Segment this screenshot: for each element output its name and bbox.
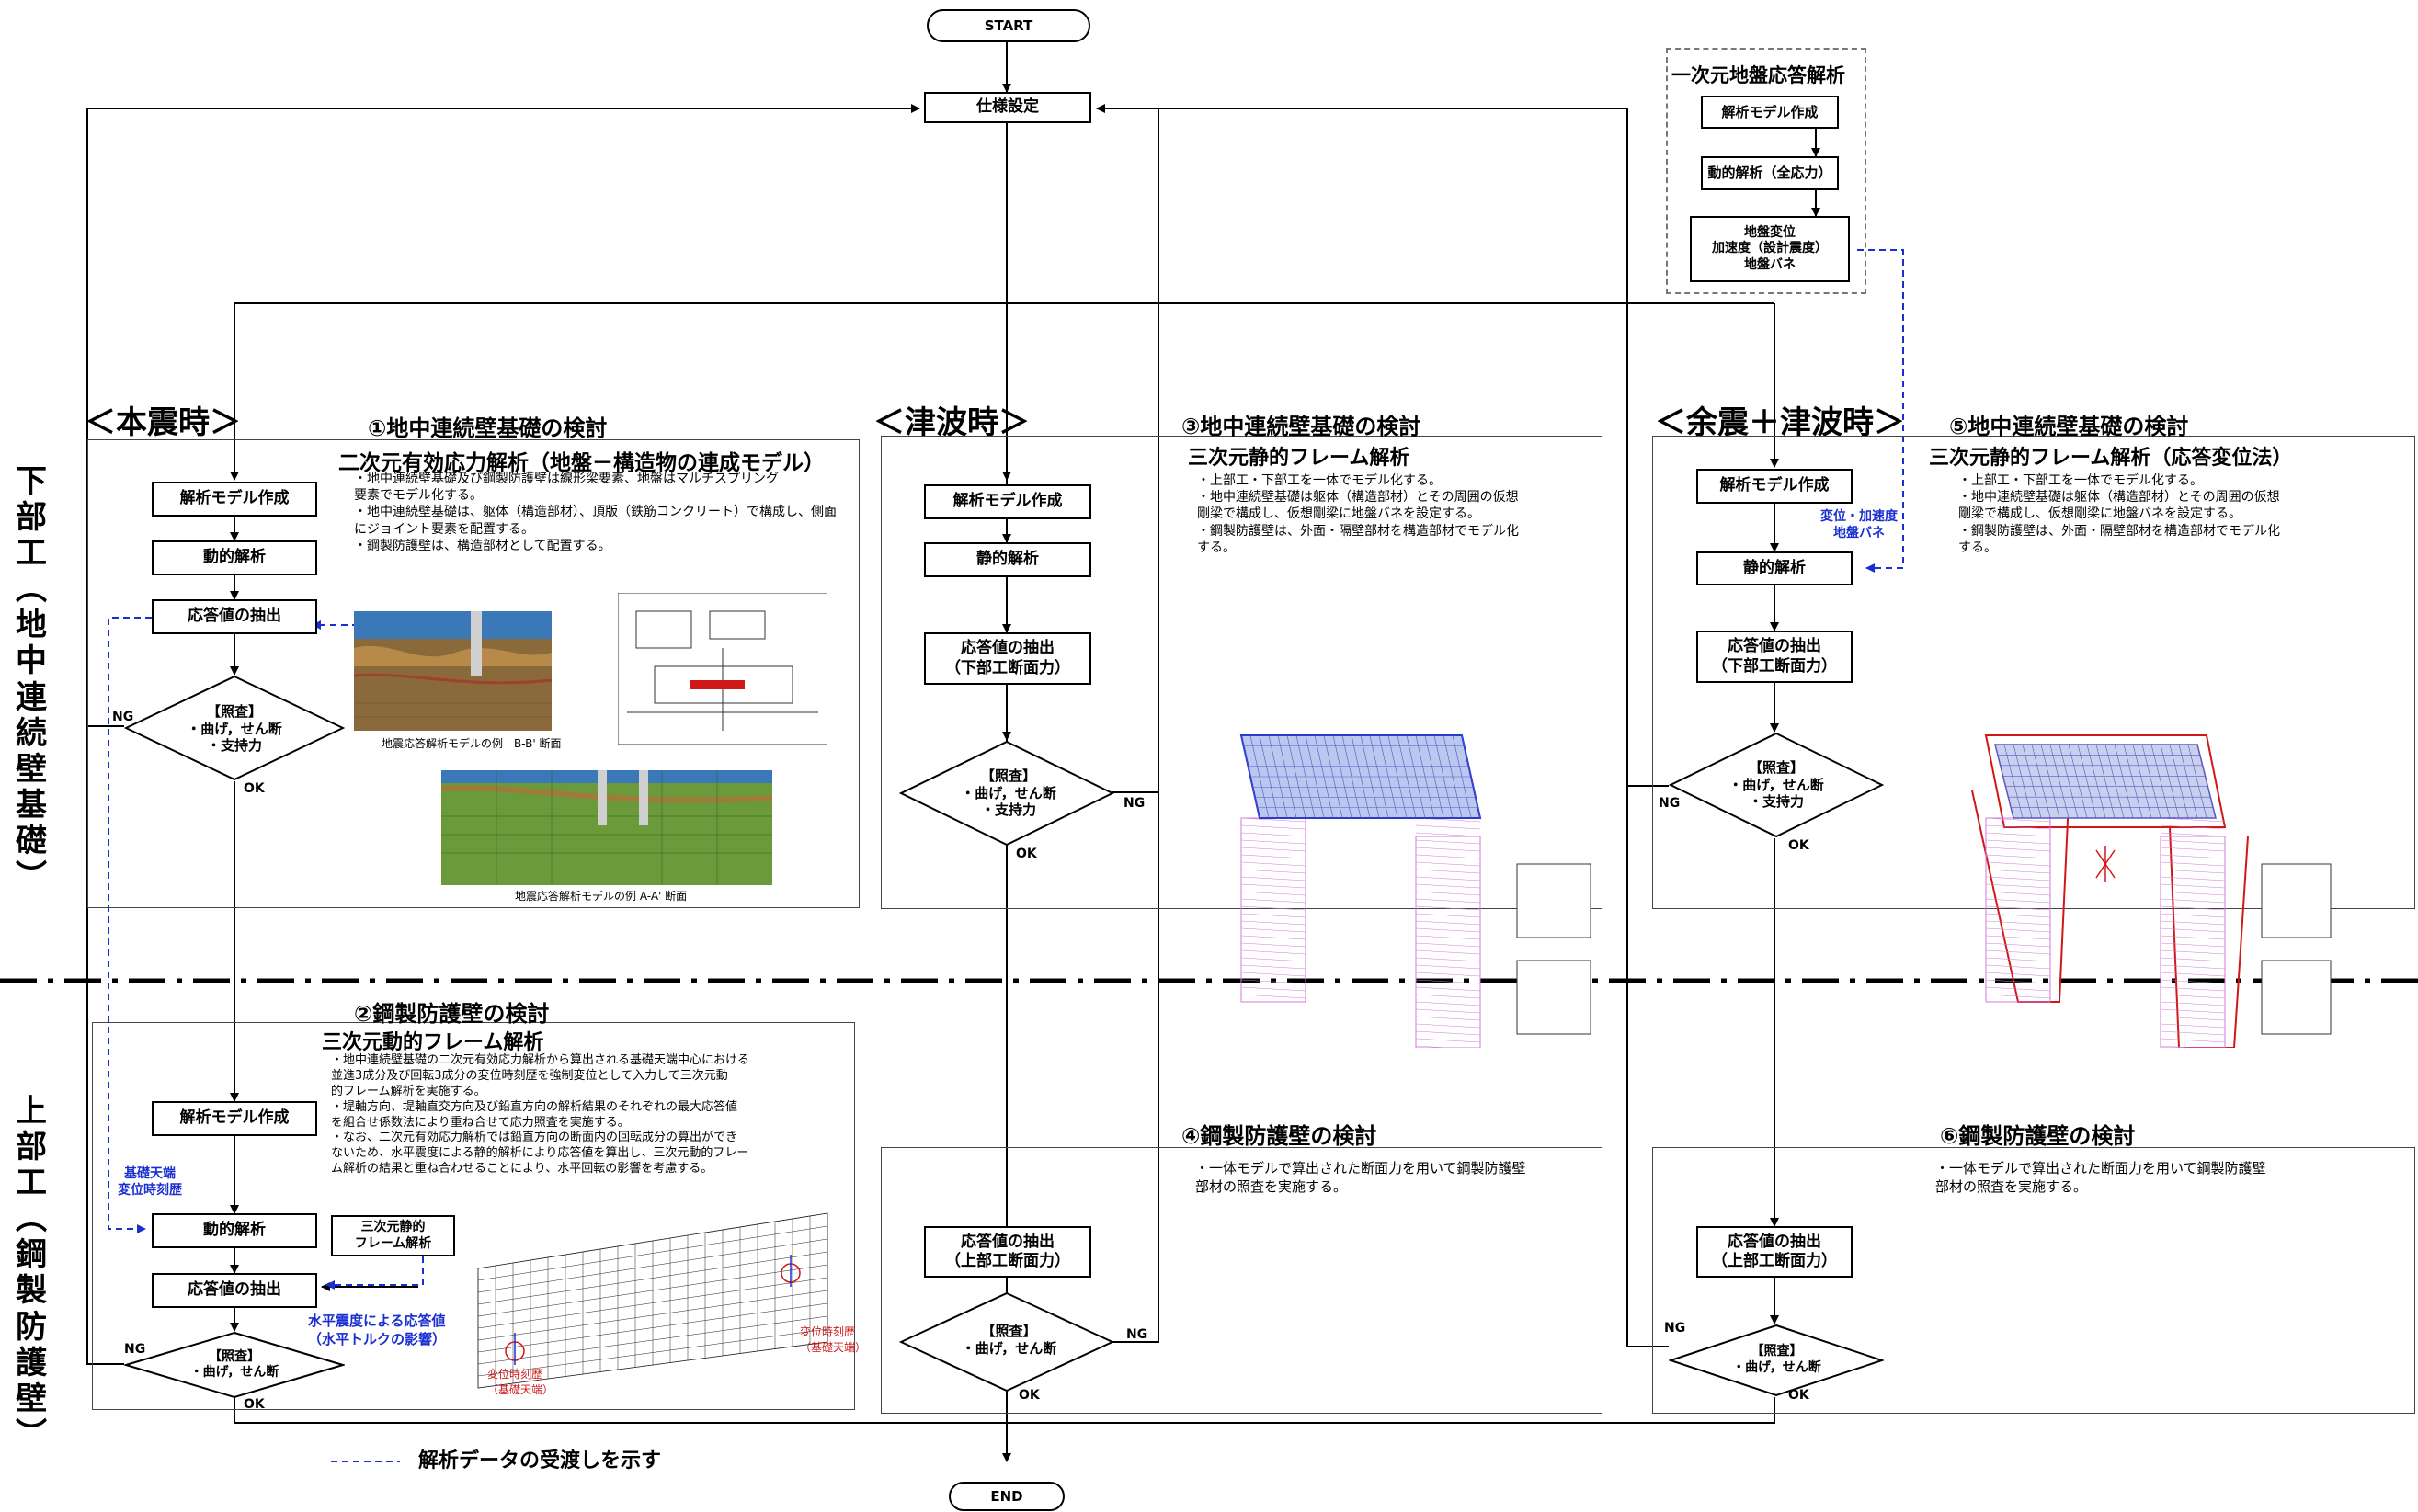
sec2-ng: NG bbox=[124, 1342, 146, 1357]
oned-title: 一次元地盤応答解析 bbox=[1671, 64, 1845, 86]
phase-after: ＜余震＋津波時＞ bbox=[1655, 404, 1905, 441]
sec6-extract: 応答値の抽出 （上部工断面力） bbox=[1696, 1226, 1853, 1278]
sec2-model: 解析モデル作成 bbox=[152, 1101, 317, 1136]
sec5-static: 静的解析 bbox=[1696, 551, 1853, 585]
sec1-model: 解析モデル作成 bbox=[152, 482, 317, 517]
sec4-ok: OK bbox=[1019, 1388, 1040, 1403]
sec6-notes: ・一体モデルで算出された断面力を用いて鋼製防護壁 部材の照査を実施する。 bbox=[1935, 1160, 2266, 1195]
sec2-dyn: 動的解析 bbox=[152, 1213, 317, 1248]
sec2-horiz: 水平震度による応答値 （水平トルクの影響） bbox=[308, 1313, 447, 1347]
sec1-notes: ・地中連続壁基礎及び鋼製防護壁は線形梁要素、地盤はマルチスプリング 要素でモデル… bbox=[354, 472, 837, 553]
oned-out: 地盤変位 加速度（設計震度） 地盤バネ bbox=[1690, 216, 1850, 282]
sec5-frame bbox=[1652, 436, 2415, 909]
sec3-check: 【照査】 ・曲げ，せん断 ・支持力 bbox=[961, 767, 1056, 819]
sec2-frame-figure bbox=[477, 1212, 828, 1389]
sec3-ok: OK bbox=[1016, 847, 1037, 861]
sec2-extract: 応答値の抽出 bbox=[152, 1273, 317, 1308]
sec2-base-disp: 基礎天端 変位時刻歴 bbox=[118, 1166, 182, 1199]
upper-label: 上 部 工 ︵ 鋼 製 防 護 壁 ︶ bbox=[16, 1093, 47, 1453]
sec1-ok: OK bbox=[244, 781, 265, 796]
sec1-title: 二次元有効応力解析（地盤－構造物の連成モデル） bbox=[338, 451, 825, 475]
sec2-check-diamond bbox=[124, 1331, 345, 1399]
sec4-extract: 応答値の抽出 （上部工断面力） bbox=[924, 1226, 1091, 1278]
sec2-notes: ・地中連続壁基礎の二次元有効応力解析から算出される基礎天端中心における 並進3成… bbox=[331, 1053, 750, 1177]
sec1-extract: 応答値の抽出 bbox=[152, 599, 317, 634]
sec4-check-diamond bbox=[899, 1291, 1114, 1393]
sec2-fig-label-2: 変位時刻歴 （基礎天端） bbox=[800, 1325, 867, 1354]
phase-tsunami: ＜津波時＞ bbox=[873, 404, 1030, 441]
oned-frame bbox=[1666, 48, 1866, 294]
sec5-check-diamond bbox=[1669, 732, 1884, 838]
sec3-structure-figure bbox=[1239, 734, 1591, 1048]
sec5-check: 【照査】 ・曲げ，せん断 ・支持力 bbox=[1728, 758, 1824, 811]
sec5-extract: 応答値の抽出 （下部工断面力） bbox=[1696, 631, 1853, 683]
sec5-title: 三次元静的フレーム解析（応答変位法） bbox=[1929, 447, 2293, 470]
sec2-ok: OK bbox=[244, 1397, 265, 1412]
sec5-notes: ・上部工・下部工を一体でモデル化する。 ・地中連続壁基礎は躯体（構造部材）とその… bbox=[1958, 473, 2280, 555]
sec5-input: 変位・加速度 地盤バネ bbox=[1820, 509, 1898, 541]
sec6-ok: OK bbox=[1788, 1388, 1809, 1403]
sec3-model: 解析モデル作成 bbox=[924, 484, 1091, 519]
sec1-header: ①地中連続壁基礎の検討 bbox=[368, 415, 608, 441]
lower-label: 下 部 工 ︵ 地 中 連 続 壁 基 礎 ︶ bbox=[16, 463, 47, 896]
sec1-fig1-caption: 地震応答解析モデルの例 B-B' 断面 bbox=[382, 737, 562, 750]
sec2-frame bbox=[92, 1022, 855, 1410]
sec1-plan-figure bbox=[618, 593, 827, 745]
sec4-header: ④鋼製防護壁の検討 bbox=[1181, 1123, 1377, 1149]
oned-dyn: 動的解析（全応力） bbox=[1701, 156, 1839, 190]
sec1-ground-figure-1 bbox=[354, 611, 552, 731]
legend-text: 解析データの受渡しを示す bbox=[418, 1449, 662, 1472]
sec6-check: 【照査】 ・曲げ，せん断 bbox=[1732, 1344, 1821, 1375]
sec2-header: ②鋼製防護壁の検討 bbox=[354, 1001, 550, 1027]
sec3-header: ③地中連続壁基礎の検討 bbox=[1181, 414, 1421, 439]
sec1-ng: NG bbox=[112, 710, 134, 724]
sec1-check: 【照査】 ・曲げ，せん断 ・支持力 bbox=[187, 702, 282, 755]
sec2-fig-label-1: 変位時刻歴 （基礎天端） bbox=[487, 1368, 554, 1396]
end-terminal: END bbox=[949, 1482, 1065, 1511]
sec1-fig2-caption: 地震応答解析モデルの例 A-A' 断面 bbox=[515, 890, 688, 903]
sec3-check-diamond bbox=[899, 740, 1114, 847]
sec5-header: ⑤地中連続壁基礎の検討 bbox=[1949, 414, 2189, 439]
sec6-frame bbox=[1652, 1147, 2415, 1414]
sec6-header: ⑥鋼製防護壁の検討 bbox=[1940, 1123, 2136, 1149]
sec5-structure-figure bbox=[1971, 734, 2332, 1048]
sec6-ng: NG bbox=[1664, 1321, 1686, 1336]
sec3-title: 三次元静的フレーム解析 bbox=[1188, 447, 1410, 470]
sec4-check: 【照査】 ・曲げ，せん断 bbox=[961, 1322, 1057, 1357]
sec5-ok: OK bbox=[1788, 838, 1809, 853]
sec3-static: 静的解析 bbox=[924, 542, 1091, 577]
sec5-model: 解析モデル作成 bbox=[1696, 469, 1853, 504]
sec4-notes: ・一体モデルで算出された断面力を用いて鋼製防護壁 部材の照査を実施する。 bbox=[1195, 1160, 1526, 1195]
sec1-check-diamond bbox=[124, 675, 345, 781]
sec6-check-diamond bbox=[1669, 1324, 1884, 1397]
sec2-title: 三次元動的フレーム解析 bbox=[322, 1031, 544, 1054]
sec1-frame bbox=[87, 439, 860, 908]
sec3-ng: NG bbox=[1123, 796, 1146, 811]
start-terminal: START bbox=[927, 9, 1090, 42]
sec1-dyn: 動的解析 bbox=[152, 540, 317, 575]
phase-main: ＜本震時＞ bbox=[85, 404, 241, 441]
sec5-ng: NG bbox=[1659, 796, 1681, 811]
sec2-check: 【照査】 ・曲げ，せん断 bbox=[189, 1348, 279, 1381]
sec4-frame bbox=[881, 1147, 1602, 1414]
spec-box: 仕様設定 bbox=[924, 92, 1091, 123]
sec4-ng: NG bbox=[1126, 1327, 1148, 1342]
sec3-notes: ・上部工・下部工を一体でモデル化する。 ・地中連続壁基礎は躯体（構造部材）とその… bbox=[1197, 473, 1519, 555]
sec1-ground-figure-2 bbox=[441, 770, 772, 885]
sec3-extract: 応答値の抽出 （下部工断面力） bbox=[924, 632, 1091, 685]
oned-model: 解析モデル作成 bbox=[1701, 96, 1839, 129]
sec2-static3d: 三次元静的 フレーム解析 bbox=[331, 1215, 455, 1256]
